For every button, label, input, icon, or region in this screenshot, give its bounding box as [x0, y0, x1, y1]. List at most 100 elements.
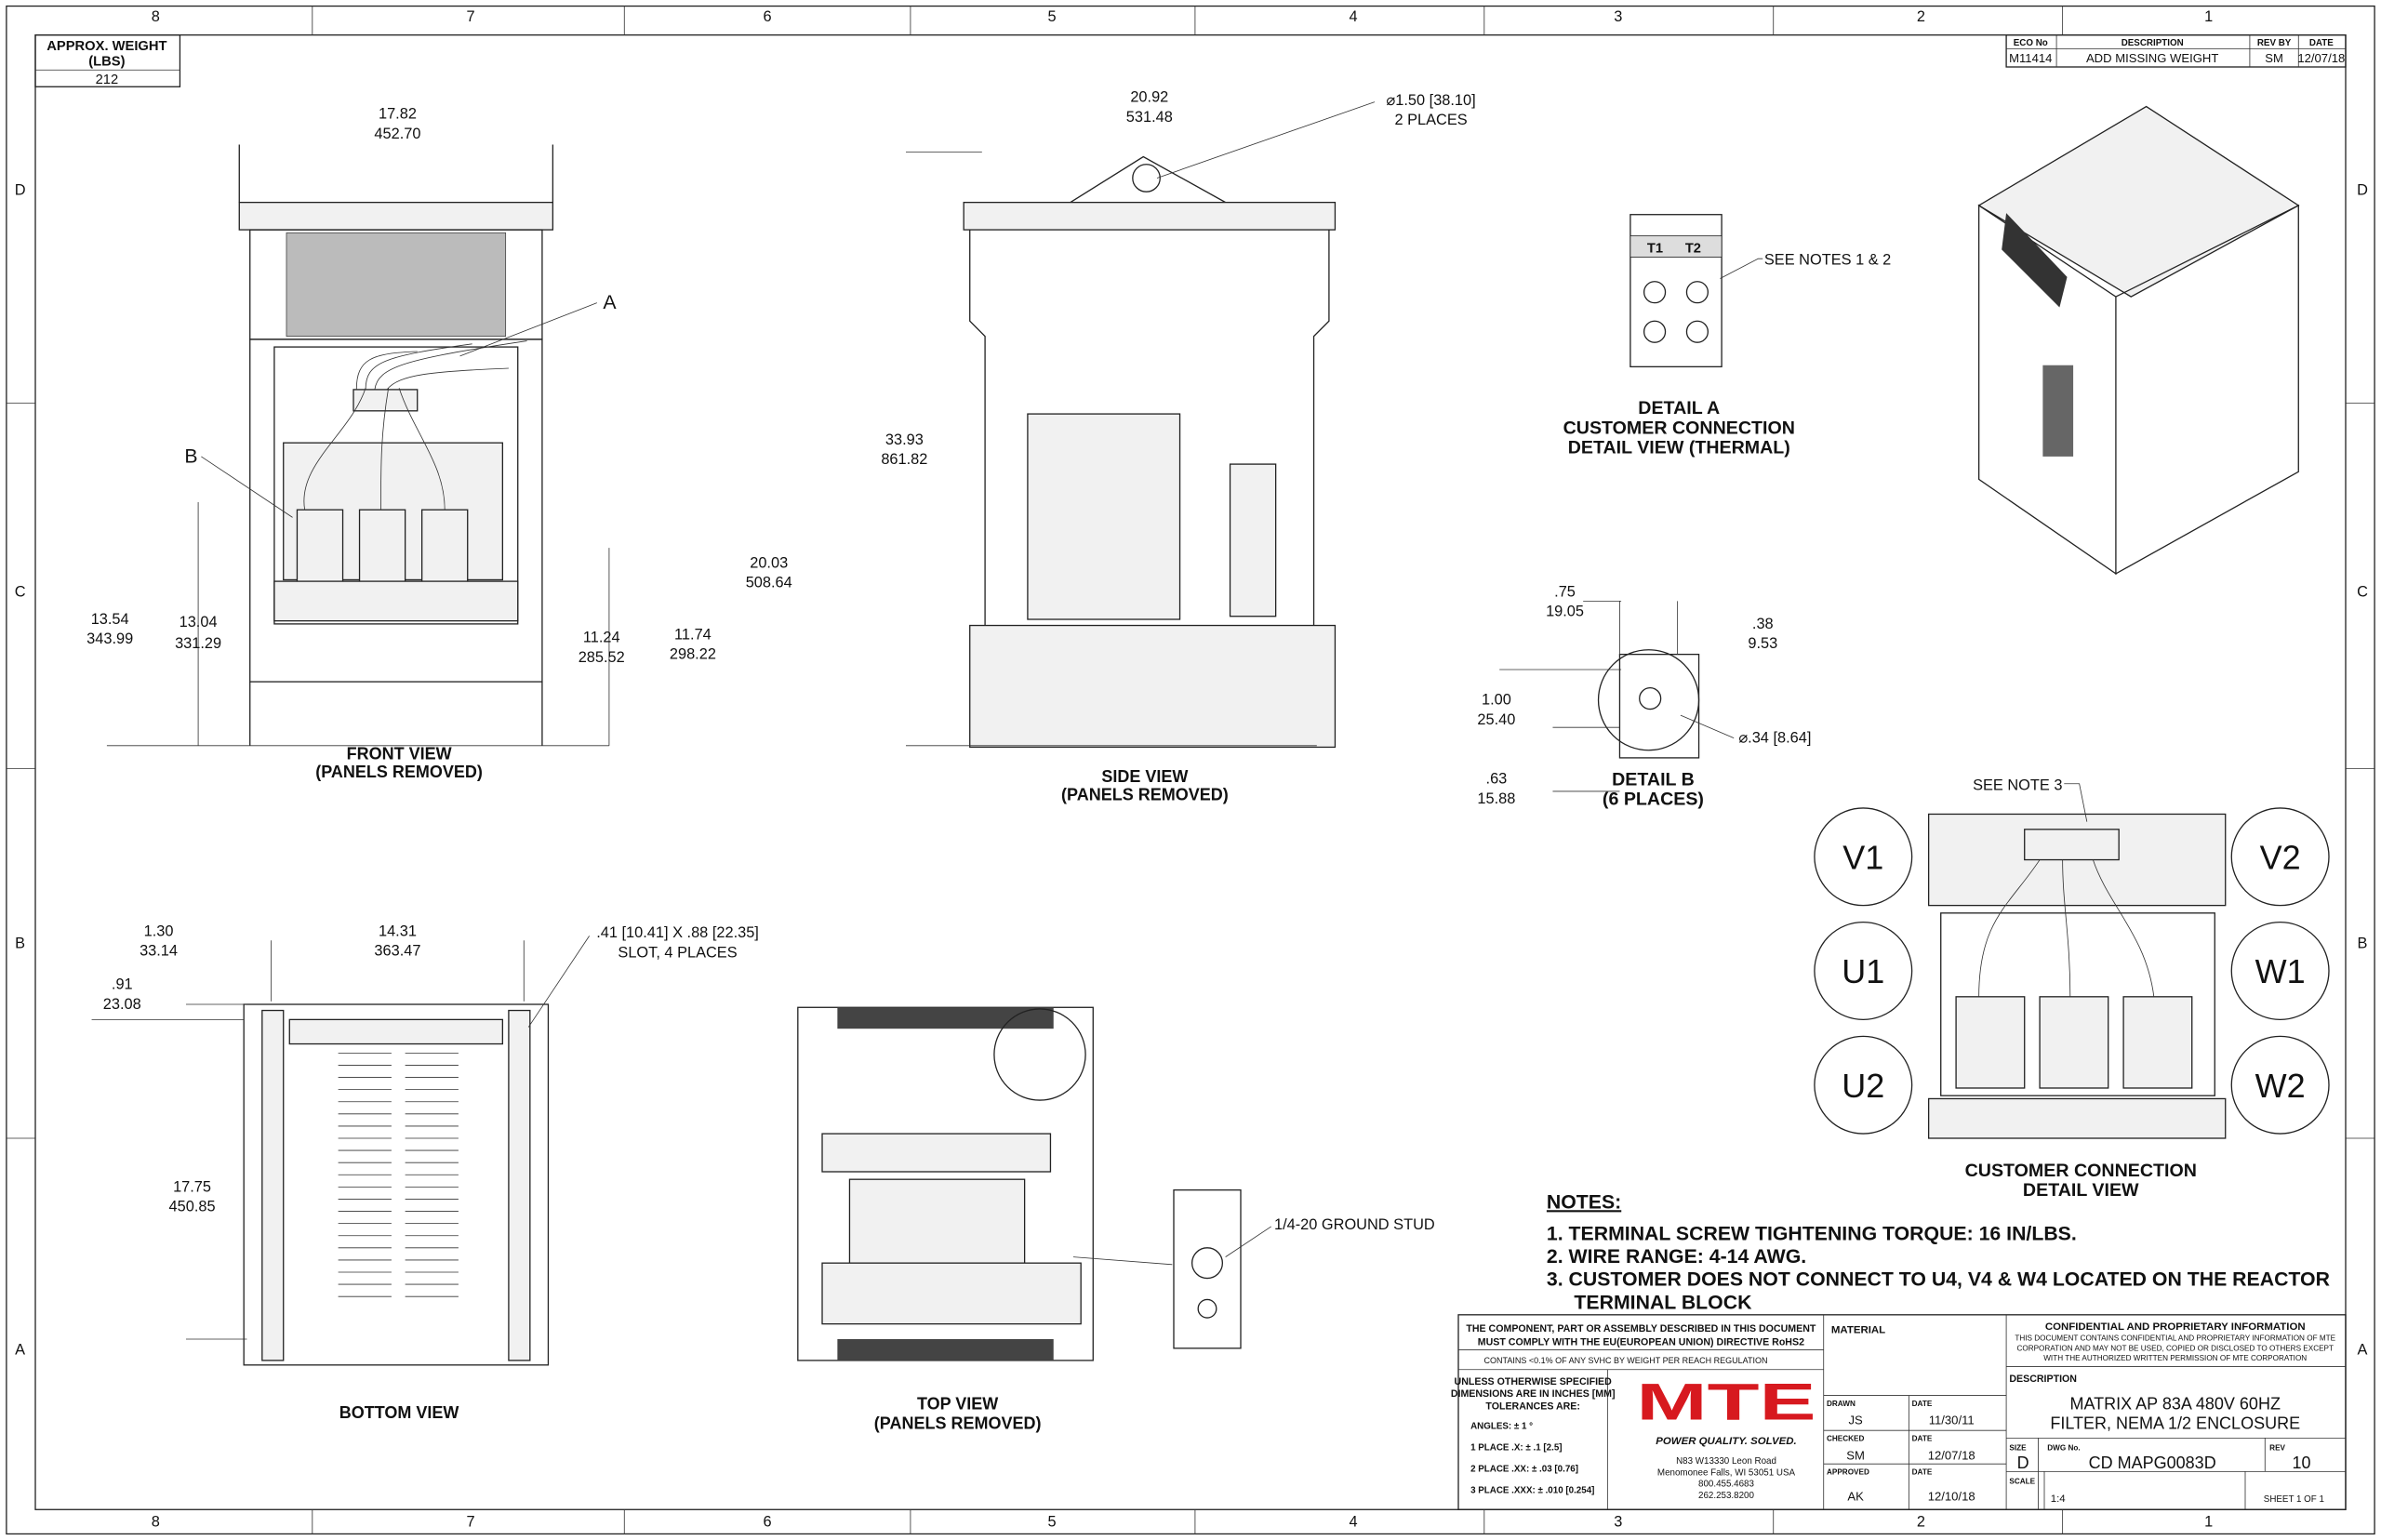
address-line: N83 W13330 Leon Road	[1676, 1456, 1776, 1467]
view-title: BOTTOM VIEW	[339, 1403, 459, 1422]
view-subtitle: (PANELS REMOVED)	[315, 763, 483, 781]
zone-row: A	[2358, 1341, 2368, 1358]
zone-col: 6	[764, 1513, 772, 1530]
confidential-title: CONFIDENTIAL AND PROPRIETARY INFORMATION	[2045, 1321, 2306, 1333]
dim-metric: 363.47	[374, 943, 420, 960]
terminal-t1: T1	[1647, 242, 1663, 257]
zone-col: 7	[466, 1513, 474, 1530]
note-item: 2. WIRE RANGE: 4-14 AWG.	[1547, 1245, 1806, 1268]
description-label: DESCRIPTION	[2009, 1374, 2077, 1385]
approved-date: 12/10/18	[1928, 1489, 1975, 1503]
hole-note: 2 PLACES	[1394, 112, 1467, 128]
dim-metric: 25.40	[1477, 711, 1515, 728]
description-line2: FILTER, NEMA 1/2 ENCLOSURE	[2050, 1414, 2300, 1433]
slot-note: SLOT, 4 PLACES	[618, 944, 737, 961]
dim-value: 33.93	[885, 431, 924, 448]
tolerance-text: UNLESS OTHERWISE SPECIFIED	[1455, 1376, 1613, 1387]
rev-header: DESCRIPTION	[2122, 38, 2184, 48]
checked-label: CHECKED	[1827, 1435, 1865, 1443]
zone-col: 4	[1350, 1513, 1358, 1530]
dim-value: .38	[1752, 616, 1774, 632]
zone-col: 5	[1048, 8, 1057, 25]
tolerance-2place: 2 PLACE .XX: ± .03 [0.76]	[1470, 1464, 1578, 1474]
dim-metric: 285.52	[579, 649, 625, 666]
drawn-label: DRAWN	[1827, 1400, 1856, 1408]
hole-dim: ⌀.34 [8.64]	[1738, 730, 1811, 747]
dim-metric: 23.08	[103, 996, 141, 1013]
rev-description: ADD MISSING WEIGHT	[2086, 51, 2218, 65]
dim-value: 17.82	[379, 106, 417, 123]
view-title: FRONT VIEW	[347, 745, 452, 763]
rev-eco: M11414	[2009, 51, 2052, 65]
tolerance-text: DIMENSIONS ARE IN INCHES [MM]	[1451, 1388, 1616, 1400]
approved-label: APPROVED	[1827, 1468, 1869, 1477]
customer-connection-view: SEE NOTE 3 V1 V2 U1 W1 U2 W2 CUSTOMER CO…	[1814, 777, 2330, 1201]
note-item: 1. TERMINAL SCREW TIGHTENING TORQUE: 16 …	[1547, 1223, 2077, 1245]
drawn-by: JS	[1848, 1414, 1863, 1427]
rev-by: SM	[2265, 51, 2283, 65]
view-subtitle: (PANELS REMOVED)	[874, 1414, 1042, 1433]
rev-label: REV	[2269, 1443, 2285, 1452]
logo-text: MTE	[1636, 1374, 1816, 1431]
date-label: DATE	[1912, 1400, 1933, 1408]
view-title: TOP VIEW	[917, 1394, 998, 1413]
zone-col: 8	[152, 1513, 160, 1530]
rev-header: DATE	[2309, 38, 2334, 48]
zone-col: 8	[152, 8, 160, 25]
dim-value: 1.30	[144, 923, 174, 939]
dim-metric: 298.22	[670, 646, 716, 663]
view-subtitle: (PANELS REMOVED)	[1061, 786, 1229, 804]
detail-a-note: SEE NOTES 1 & 2	[1764, 252, 1891, 269]
zone-col: 3	[1614, 1513, 1622, 1530]
callout-a: A	[603, 291, 617, 313]
dim-metric: 331.29	[175, 635, 221, 652]
dim-metric: 508.64	[746, 575, 792, 591]
dim-value: 11.74	[674, 626, 712, 643]
top-view: 1/4-20 GROUND STUD TOP VIEW (PANELS REMO…	[797, 1006, 1435, 1433]
zone-col: 7	[466, 8, 474, 25]
rev-header: ECO No	[2014, 38, 2048, 48]
dim-value: 13.04	[180, 614, 218, 631]
zone-col: 3	[1614, 8, 1622, 25]
terminal-t2: T2	[1685, 242, 1701, 257]
sheet-number: SHEET 1 OF 1	[2264, 1494, 2324, 1505]
confidential-text: WITH THE AUTHORIZED WRITTEN PERMISSION O…	[2043, 1354, 2307, 1362]
tolerance-3place: 3 PLACE .XXX: ± .010 [0.254]	[1470, 1485, 1594, 1495]
terminal-w2: W2	[2255, 1067, 2306, 1105]
dim-value: 20.03	[750, 554, 788, 571]
view-title: CUSTOMER CONNECTION	[1965, 1161, 2197, 1181]
zone-col: 2	[1917, 1513, 1925, 1530]
mte-logo: MTE POWER QUALITY. SOLVED.	[1636, 1374, 1816, 1447]
terminal-u2: U2	[1842, 1067, 1884, 1105]
dim-metric: 450.85	[169, 1199, 216, 1215]
detail-subtitle: (6 PLACES)	[1603, 790, 1704, 810]
zone-markers: 8 7 6 5 4 3 2 1 8 7 6 5 4 3 2 1 D C B A …	[15, 8, 2368, 1530]
zone-row: B	[2358, 935, 2368, 951]
drawing-number: CD MAPG0083D	[2089, 1454, 2216, 1472]
address-line: 800.455.4683	[1698, 1480, 1754, 1490]
sheet-size: D	[2017, 1454, 2029, 1472]
confidential-text: CORPORATION AND MAY NOT BE USED, COPIED …	[2016, 1344, 2334, 1352]
zone-col: 1	[2204, 1513, 2213, 1530]
dim-metric: 33.14	[140, 943, 178, 960]
rohs-text: THE COMPONENT, PART OR ASSEMBLY DESCRIBE…	[1466, 1323, 1816, 1334]
revision-block: ECO No DESCRIPTION REV BY DATE M11414 AD…	[2005, 33, 2347, 68]
date-label: DATE	[1912, 1468, 1933, 1477]
zone-col: 5	[1048, 1513, 1057, 1530]
weight-box: APPROX. WEIGHT (LBS) 212	[34, 33, 181, 87]
callout-b: B	[184, 445, 197, 467]
hole-dim: ⌀1.50 [38.10]	[1386, 92, 1475, 109]
slot-dim: .41 [10.41] X .88 [22.35]	[596, 924, 759, 941]
detail-subtitle: CUSTOMER CONNECTION	[1563, 418, 1795, 438]
see-note-3: SEE NOTE 3	[1973, 777, 2062, 793]
view-subtitle: DETAIL VIEW	[2023, 1180, 2139, 1201]
zone-col: 6	[764, 8, 772, 25]
revision-number: 10	[2293, 1454, 2311, 1472]
zone-col: 4	[1350, 8, 1358, 25]
terminal-u1: U1	[1842, 952, 1884, 990]
ground-stud-label: 1/4-20 GROUND STUD	[1274, 1216, 1435, 1233]
dim-metric: 861.82	[881, 451, 927, 468]
logo-tagline: POWER QUALITY. SOLVED.	[1656, 1436, 1796, 1447]
